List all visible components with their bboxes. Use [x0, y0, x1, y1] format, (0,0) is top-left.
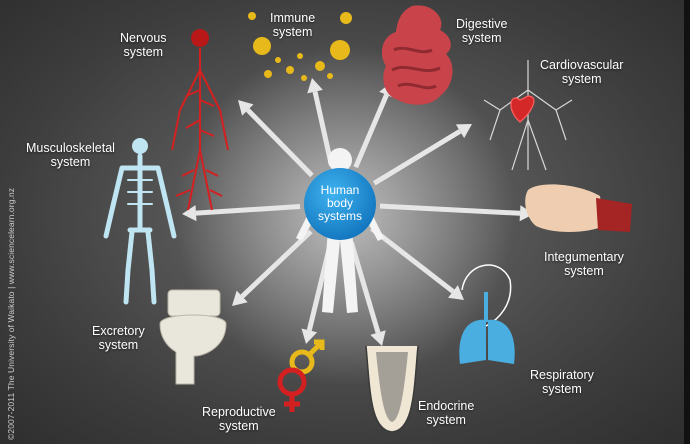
- right-edge-strip: [684, 0, 690, 444]
- label-digestive: Digestive system: [456, 17, 508, 45]
- arrow-musculoskeletal: [195, 204, 301, 216]
- nervous-system-icon: [171, 29, 229, 211]
- arrow-integumentary: [379, 203, 521, 216]
- skeleton-icon: [103, 138, 177, 305]
- label-nervous: Nervous system: [120, 31, 167, 59]
- label-reproductive: Reproductive system: [202, 405, 276, 433]
- arrowhead-respiratory: [448, 285, 464, 300]
- copyright-credit: ©2007-2011 The University of Waikato | w…: [6, 187, 16, 440]
- hub-circle: [304, 168, 376, 240]
- arrowhead-integumentary: [519, 205, 534, 222]
- immune-cells-icon: [248, 12, 352, 81]
- label-excretory: Excretory system: [92, 324, 145, 352]
- hub-label: Human body systems: [317, 183, 362, 223]
- toilet-icon: [159, 289, 227, 385]
- arrow-immune: [312, 91, 334, 166]
- arrowhead-immune: [307, 78, 323, 94]
- heart-vessels-icon: [483, 60, 573, 171]
- arrowhead-musculoskeletal: [182, 205, 197, 222]
- gland-cells-icon: [365, 345, 419, 433]
- arrow-group: [182, 78, 534, 346]
- digestive-tract-icon: [381, 5, 453, 105]
- arrow-respiratory: [370, 226, 455, 294]
- label-respiratory: Respiratory system: [530, 368, 594, 396]
- label-endocrine: Endocrine system: [418, 399, 475, 427]
- label-integumentary: Integumentary system: [544, 250, 624, 278]
- lungs-icon: [459, 264, 515, 364]
- arrow-digestive: [353, 93, 389, 169]
- skin-hand-icon: [525, 184, 632, 232]
- arrow-excretory: [240, 229, 313, 299]
- label-immune: Immune system: [270, 11, 316, 39]
- arrowhead-reproductive: [301, 328, 318, 344]
- arrow-endocrine: [348, 241, 381, 334]
- arrowhead-excretory: [232, 290, 248, 306]
- label-cardiovascular: Cardiovascular system: [540, 58, 624, 86]
- arrow-cardiovascular: [372, 129, 462, 186]
- gender-symbols-icon: [277, 339, 325, 412]
- arrowhead-endocrine: [370, 330, 386, 346]
- label-musculoskeletal: Musculoskeletal system: [26, 141, 115, 169]
- arrow-nervous: [246, 108, 314, 178]
- arrowhead-nervous: [238, 100, 254, 116]
- arrowhead-cardiovascular: [455, 124, 472, 139]
